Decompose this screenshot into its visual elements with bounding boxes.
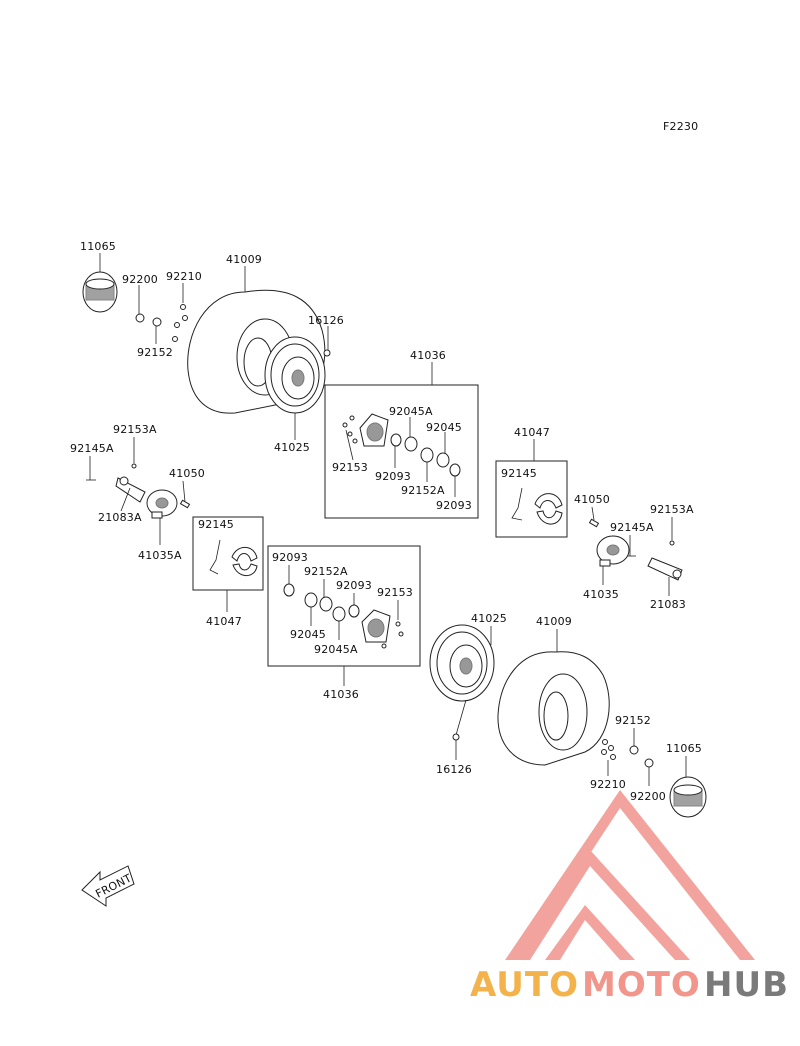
label-41009-lower: 41009	[536, 615, 572, 628]
hub-41036-lower	[361, 609, 391, 643]
label-41050-left: 41050	[169, 467, 205, 480]
seal-92093-lower-b	[348, 604, 360, 618]
label-16126-lower: 16126	[436, 763, 472, 776]
label-11065-lower: 11065	[666, 742, 702, 755]
label-92145-upper: 92145	[501, 467, 537, 480]
label-92093-lower-b: 92093	[336, 579, 372, 592]
figure-code: F2230	[663, 120, 698, 133]
label-41035: 41035	[583, 588, 619, 601]
cam-lever-21083	[647, 557, 683, 581]
label-92045-lower: 92045	[290, 628, 326, 641]
watermark-hub: HUB	[704, 965, 789, 1005]
label-41047-upper: 41047	[514, 426, 550, 439]
rim-41025-lower	[429, 624, 495, 702]
label-92200-upper: 92200	[122, 273, 158, 286]
label-92045A-upper: 92045A	[389, 405, 433, 418]
seal-92093-upper-a	[390, 433, 402, 447]
hub-41036-upper	[342, 413, 389, 447]
label-41025-upper: 41025	[274, 441, 310, 454]
bearing-92045-upper	[436, 452, 450, 468]
label-11065-upper: 11065	[80, 240, 116, 253]
watermark-auto: AUTO	[470, 965, 579, 1005]
label-41036-upper: 41036	[410, 349, 446, 362]
label-92153A-left: 92153A	[113, 423, 157, 436]
label-92152-lower: 92152	[615, 714, 651, 727]
label-92045-upper: 92045	[426, 421, 462, 434]
label-92093-upper-a: 92093	[375, 470, 411, 483]
bearing-92045A-lower	[332, 606, 346, 622]
label-92200-lower: 92200	[630, 790, 666, 803]
label-92145A-right: 92145A	[610, 521, 654, 534]
label-92153-upper: 92153	[332, 461, 368, 474]
rim-41025-upper	[264, 336, 326, 414]
hub-cap-11065-lower	[669, 776, 707, 818]
label-92093-upper-b: 92093	[436, 499, 472, 512]
label-92145-left: 92145	[198, 518, 234, 531]
tire-41009-lower	[497, 651, 610, 766]
label-92093-lower-a: 92093	[272, 551, 308, 564]
brake-shoe-box-upper	[495, 460, 568, 538]
brake-shoe-41047-upper	[511, 487, 563, 525]
brake-shoe-box-left	[192, 516, 264, 591]
seal-92093-lower-a	[283, 583, 295, 597]
brake-panel-41035	[596, 535, 630, 567]
label-92210-upper: 92210	[166, 270, 202, 283]
seal-92093-upper-b	[449, 463, 461, 477]
nut-92152-lower	[629, 745, 639, 755]
spacer-92152A-upper	[420, 447, 434, 463]
bearing-92045A-upper	[404, 436, 418, 452]
label-21083A: 21083A	[98, 511, 142, 524]
label-41035A: 41035A	[138, 549, 182, 562]
valve-16126-lower	[452, 733, 460, 741]
bearing-92045-lower	[304, 592, 318, 608]
hub-assembly-box-upper	[324, 384, 479, 519]
label-92045A-lower: 92045A	[314, 643, 358, 656]
label-41047-left: 41047	[206, 615, 242, 628]
label-92152A-upper: 92152A	[401, 484, 445, 497]
label-92152A-lower: 92152A	[304, 565, 348, 578]
label-21083: 21083	[650, 598, 686, 611]
label-16126-upper: 16126	[308, 314, 344, 327]
label-92152-upper: 92152	[137, 346, 173, 359]
cam-lever-21083A	[115, 476, 146, 503]
hub-cap-11065-upper	[82, 271, 118, 313]
spacer-92152A-lower	[319, 596, 333, 612]
label-41009-upper: 41009	[226, 253, 262, 266]
brake-panel-41035A	[146, 489, 178, 519]
nut-92200-lower	[644, 758, 654, 768]
front-direction-arrow: FRONT	[81, 865, 135, 907]
nut-92200-upper	[135, 313, 145, 323]
watermark-text: AUTO MOTO HUB	[470, 965, 789, 1005]
watermark-logo	[505, 790, 755, 960]
label-92153A-right: 92153A	[650, 503, 694, 516]
watermark-moto: MOTO	[582, 965, 701, 1005]
label-92145A-left: 92145A	[70, 442, 114, 455]
label-92153-lower: 92153	[377, 586, 413, 599]
label-41050-right: 41050	[574, 493, 610, 506]
nut-92152-upper	[152, 317, 162, 327]
valve-16126-upper	[323, 349, 331, 357]
label-92210-lower: 92210	[590, 778, 626, 791]
label-41025-lower: 41025	[471, 612, 507, 625]
brake-shoe-41047-left	[209, 539, 258, 577]
label-41036-lower: 41036	[323, 688, 359, 701]
